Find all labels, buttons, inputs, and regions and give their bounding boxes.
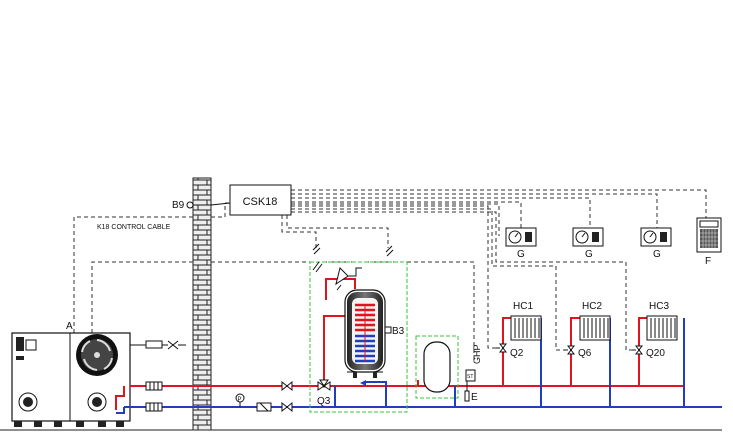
valve-q2-icon <box>496 343 507 353</box>
sensor-st-icon <box>465 369 476 382</box>
radiator-hc2-icon <box>579 315 611 341</box>
thermostat-2-icon <box>572 227 604 247</box>
sensor-b9-label: B9 <box>172 200 185 211</box>
valve-q3-label: Q3 <box>317 396 331 407</box>
sensor-st-label: ST <box>467 374 473 380</box>
thermostat-3-icon <box>640 227 672 247</box>
remote-unit-label: F <box>705 256 711 267</box>
valve-q20-label: Q20 <box>646 348 665 359</box>
radiator-hc1-icon <box>510 315 542 341</box>
expansion-vessel-icon <box>464 390 470 402</box>
controller-box <box>229 184 292 216</box>
valve-q3-icon <box>317 379 331 391</box>
thermostat-1-icon <box>505 227 537 247</box>
buffer-zone <box>415 335 459 399</box>
thermostat-2-label: G <box>585 249 593 260</box>
valve-q6-icon <box>564 345 575 355</box>
brick-wall <box>192 177 212 431</box>
valve-q2-label: Q2 <box>510 348 524 359</box>
thermostat-1-label: G <box>517 249 525 260</box>
buffer-tank <box>423 341 451 393</box>
circuit-1-label: HC1 <box>513 301 533 312</box>
dhw-zone <box>309 261 408 413</box>
flow-valve-icon <box>281 380 293 392</box>
remote-unit-icon <box>696 217 722 253</box>
controller-label: CSK18 <box>243 196 278 208</box>
circuit-3-label: HC3 <box>649 301 669 312</box>
circuit-2-label: HC2 <box>582 301 602 312</box>
tank-e-label: E <box>471 392 478 403</box>
valve-q20-icon <box>632 345 643 355</box>
cable-label: K18 CONTROL CABLE <box>97 224 171 231</box>
sensor-b3-label: B3 <box>392 326 405 337</box>
pressure-label: P <box>238 397 242 403</box>
heat-pump-label: A <box>66 321 73 332</box>
ghp-label: GHP <box>472 344 482 364</box>
sensor-b9-icon <box>186 201 194 209</box>
radiator-hc3-icon <box>646 315 678 341</box>
sensor-b3-icon <box>384 326 392 334</box>
control-wiring <box>73 189 707 360</box>
heat-pump-unit <box>11 332 131 427</box>
dhw-tank <box>344 289 386 378</box>
shower-icon <box>335 267 362 291</box>
thermostat-3-label: G <box>653 249 661 260</box>
valve-q6-label: Q6 <box>578 348 592 359</box>
return-valve-icon <box>281 401 293 413</box>
